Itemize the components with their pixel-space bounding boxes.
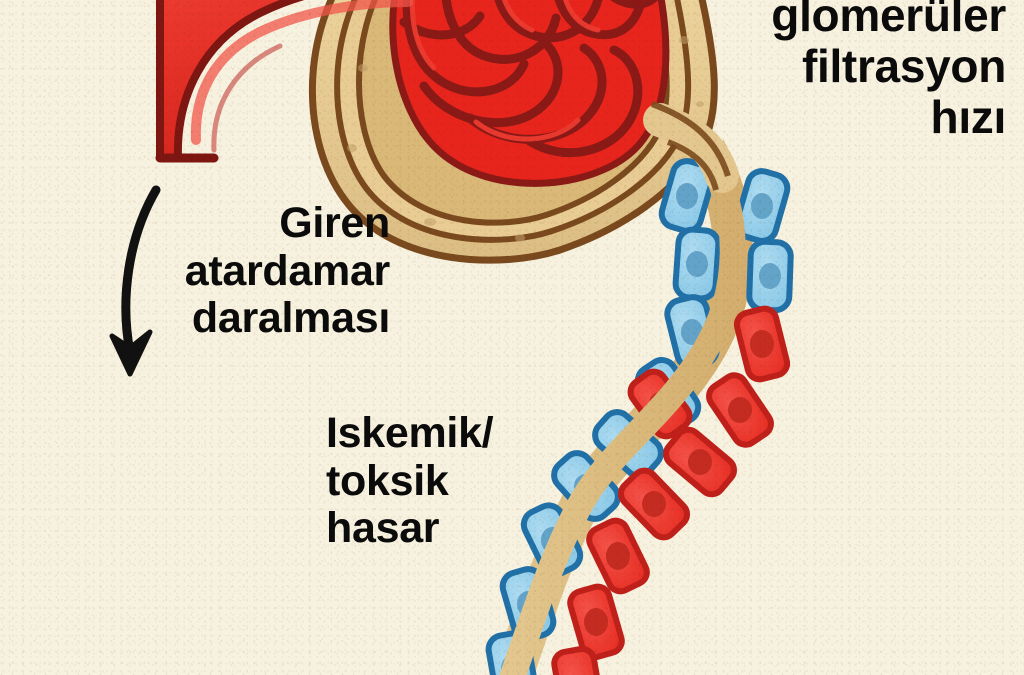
renal-tubule — [485, 140, 794, 675]
curved-down-arrow — [109, 185, 161, 377]
tubule-inner-wall — [551, 168, 794, 675]
tubule-neck — [643, 101, 739, 193]
afferent-arteriole — [155, 0, 413, 163]
afferent-arteriole-constriction-label: Giren atardamar daralması — [184, 199, 391, 343]
glomerular-filtration-rate-label: glomerüler filtrasyon hızı — [771, 0, 1006, 144]
ischemic-toxic-injury-label: Iskemik/ toksik hasar — [326, 409, 494, 553]
glomerular-capillary-tuft — [389, 0, 670, 187]
tubule-lumen — [499, 143, 746, 675]
